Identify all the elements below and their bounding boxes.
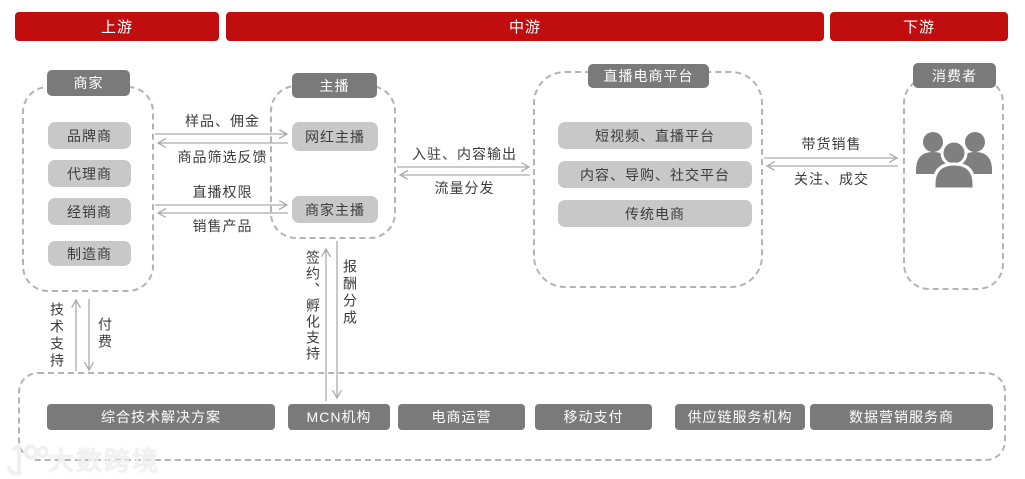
- flow-label-onboard-content: 入驻、内容输出: [412, 146, 517, 162]
- anchor-type-merchant-label: 商家主播: [305, 201, 365, 218]
- merchant-type-distributor-label: 经销商: [67, 203, 112, 220]
- merchant-type-brand-label: 品牌商: [67, 127, 112, 144]
- flow-label-sell-products: 销售产品: [192, 218, 253, 234]
- merchant-type-distributor: 经销商: [48, 198, 131, 225]
- service-supply-chain-label: 供应链服务机构: [687, 409, 793, 425]
- service-ecommerce-ops: 电商运营: [398, 404, 525, 430]
- banner-midstream-label: 中游: [508, 19, 541, 36]
- merchant-type-agent: 代理商: [48, 160, 131, 187]
- service-mobile-payment-label: 移动支付: [563, 409, 624, 425]
- flow-label-live-permission: 直播权限: [192, 184, 253, 200]
- banner-downstream-label: 下游: [902, 19, 935, 36]
- banner-upstream-label: 上游: [100, 19, 133, 36]
- anchor-type-influencer: 网红主播: [292, 122, 378, 151]
- consumers-group-header: 消费者: [913, 63, 996, 88]
- platform-type-short-video: 短视频、直播平台: [558, 122, 752, 149]
- service-data-marketing-label: 数据营销服务商: [849, 409, 954, 425]
- people-group-icon: [916, 132, 992, 191]
- platform-type-traditional: 传统电商: [558, 200, 752, 227]
- flow-label-sales: 带货销售: [801, 136, 862, 152]
- watermark-logo-icon: [7, 442, 48, 475]
- service-mcn-label: MCN机构: [306, 409, 372, 425]
- flow-label-tech-support: 技术支持: [49, 302, 65, 370]
- merchant-type-brand: 品牌商: [48, 122, 131, 149]
- merchants-group-header: 商家: [47, 70, 130, 96]
- banner-upstream: 上游: [15, 12, 219, 41]
- platform-type-content-social: 内容、导购、社交平台: [558, 161, 752, 188]
- anchor-type-influencer-label: 网红主播: [305, 128, 365, 145]
- flow-label-samples-commission: 样品、佣金: [185, 113, 260, 129]
- banner-midstream: 中游: [226, 12, 824, 41]
- watermark-text: 大数跨境: [48, 446, 161, 476]
- merchants-title: 商家: [73, 75, 104, 91]
- anchors-title: 主播: [319, 77, 350, 94]
- service-mobile-payment: 移动支付: [535, 404, 652, 430]
- platform-type-short-video-label: 短视频、直播平台: [595, 127, 715, 144]
- consumers-title: 消费者: [932, 67, 977, 84]
- merchant-type-agent-label: 代理商: [67, 165, 112, 182]
- anchors-group-header: 主播: [292, 73, 377, 98]
- flow-label-payment: 付费: [97, 317, 113, 351]
- flow-label-reward-share: 报酬分成: [342, 259, 358, 327]
- service-supply-chain: 供应链服务机构: [675, 404, 805, 430]
- watermark: 大数跨境: [6, 441, 160, 478]
- platforms-title: 直播电商平台: [603, 68, 694, 84]
- platform-type-traditional-label: 传统电商: [625, 205, 685, 222]
- service-tech-solutions-label: 综合技术解决方案: [101, 409, 221, 425]
- platforms-group-header: 直播电商平台: [588, 64, 709, 88]
- flow-label-traffic-distribution: 流量分发: [434, 180, 495, 196]
- service-ecommerce-ops-label: 电商运营: [431, 409, 492, 425]
- flow-label-sign-incubate: 签约、孵化支持: [305, 250, 321, 362]
- anchor-type-merchant: 商家主播: [292, 196, 378, 223]
- flow-label-follow-deal: 关注、成交: [794, 171, 869, 187]
- banner-downstream: 下游: [830, 12, 1008, 41]
- service-data-marketing: 数据营销服务商: [810, 404, 993, 430]
- flow-label-product-feedback: 商品筛选反馈: [177, 149, 268, 165]
- service-tech-solutions: 综合技术解决方案: [47, 404, 275, 430]
- services-group-box: [18, 372, 1006, 461]
- merchant-type-manufacturer-label: 制造商: [67, 245, 112, 262]
- merchant-type-manufacturer: 制造商: [48, 241, 131, 266]
- platform-type-content-social-label: 内容、导购、社交平台: [580, 166, 730, 183]
- service-mcn: MCN机构: [288, 404, 390, 430]
